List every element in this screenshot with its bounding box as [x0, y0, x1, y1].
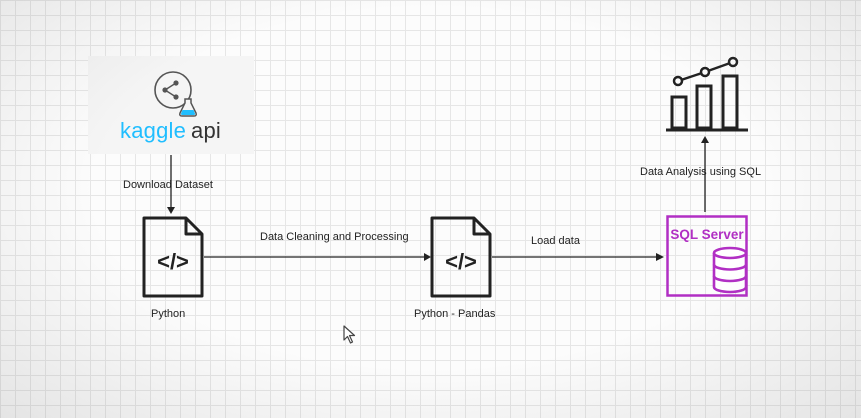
load-data-label: Load data	[531, 235, 580, 247]
cleaning-arrowhead	[424, 253, 431, 261]
kaggle-api-text: api	[191, 118, 221, 143]
mouse-pointer-icon	[343, 325, 356, 344]
pandas-file-icon: </>	[430, 216, 492, 298]
pandas-code-glyph: </>	[445, 249, 477, 274]
python-file-icon: </>	[142, 216, 204, 298]
sql-server-node: SQL Server	[666, 215, 748, 297]
python-code-glyph: </>	[157, 249, 189, 274]
python-label: Python	[151, 308, 186, 320]
python-pandas-label: Python - Pandas	[414, 308, 496, 320]
load-arrowhead	[656, 253, 664, 261]
data-analysis-label: Data Analysis using SQL	[640, 166, 762, 178]
kaggle-brand-text: kaggle	[120, 118, 187, 143]
download-dataset-label: Download Dataset	[123, 179, 213, 191]
download-arrowhead	[167, 207, 175, 214]
sql-server-title: SQL Server	[670, 227, 744, 242]
kaggle-dataset-icon	[154, 71, 197, 117]
analysis-arrowhead	[701, 136, 709, 143]
database-icon	[712, 246, 748, 294]
analytics-chart-icon	[666, 56, 748, 132]
data-cleaning-label: Data Cleaning and Processing	[260, 231, 409, 243]
